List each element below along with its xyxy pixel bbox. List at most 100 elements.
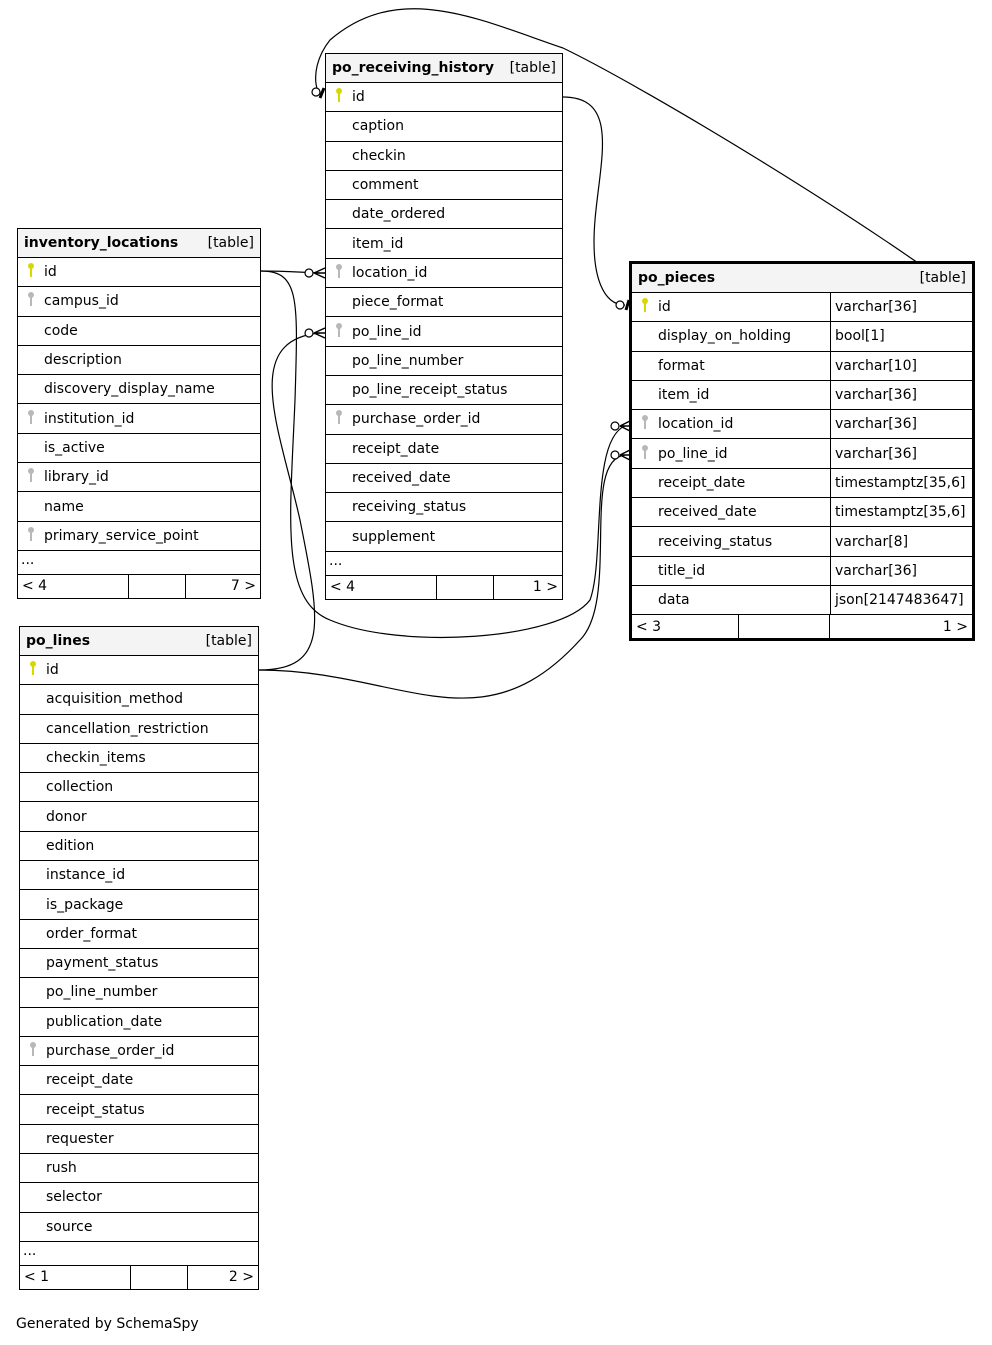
column-row[interactable]: purchase_order_id bbox=[20, 1037, 258, 1067]
column-row[interactable]: description bbox=[18, 346, 260, 376]
generated-by-label: Generated by SchemaSpy bbox=[16, 1316, 199, 1332]
column-row[interactable]: checkin_items bbox=[20, 744, 258, 774]
column-row[interactable]: primary_service_point bbox=[18, 522, 260, 551]
column-row[interactable]: id bbox=[18, 258, 260, 288]
column-row[interactable]: location_id bbox=[326, 259, 562, 289]
parents-count[interactable]: < 4 bbox=[326, 575, 437, 599]
column-name: collection bbox=[46, 779, 114, 796]
column-name: caption bbox=[352, 118, 404, 135]
column-row[interactable]: institution_id bbox=[18, 404, 260, 434]
column-row[interactable]: collection bbox=[20, 773, 258, 803]
children-count[interactable]: 1 > bbox=[532, 579, 558, 596]
foreign-key-icon bbox=[641, 444, 649, 464]
table-header[interactable]: po_lines[table] bbox=[20, 627, 258, 656]
children-count[interactable]: 1 > bbox=[942, 618, 968, 635]
column-row[interactable]: id bbox=[326, 83, 562, 113]
column-row[interactable]: donor bbox=[20, 802, 258, 832]
column-row[interactable]: po_line_receipt_status bbox=[326, 376, 562, 406]
table-kind: [table] bbox=[509, 60, 556, 76]
column-row[interactable]: po_line_id bbox=[326, 317, 562, 347]
column-name: source bbox=[46, 1218, 93, 1235]
table-header[interactable]: inventory_locations[table] bbox=[18, 229, 260, 258]
column-row[interactable]: received_date bbox=[326, 464, 562, 494]
column-name: receipt_date bbox=[658, 474, 746, 491]
column-name: received_date bbox=[658, 504, 757, 521]
column-name: display_on_holding bbox=[658, 328, 792, 345]
column-row[interactable]: display_on_holding bool[1] bbox=[632, 322, 972, 352]
column-name: selector bbox=[46, 1189, 102, 1206]
column-row[interactable]: selector bbox=[20, 1183, 258, 1213]
column-row[interactable]: po_line_number bbox=[326, 347, 562, 376]
column-row[interactable]: is_package bbox=[20, 890, 258, 920]
column-row[interactable]: purchase_order_id bbox=[326, 405, 562, 435]
column-row[interactable]: comment bbox=[326, 171, 562, 201]
column-name: payment_status bbox=[46, 955, 159, 972]
column-row[interactable]: receipt_date bbox=[20, 1066, 258, 1096]
table-po-receiving-history[interactable]: po_receiving_history[table]id caption chec… bbox=[325, 53, 563, 600]
column-type: varchar[10] bbox=[830, 351, 972, 380]
column-row[interactable]: discovery_display_name bbox=[18, 375, 260, 405]
column-row[interactable]: cancellation_restriction bbox=[20, 715, 258, 744]
parents-count[interactable]: < 4 bbox=[18, 574, 129, 598]
more-columns: ... bbox=[20, 1242, 258, 1266]
column-type: bool[1] bbox=[830, 322, 972, 351]
parents-count[interactable]: < 1 bbox=[20, 1265, 131, 1289]
column-row[interactable]: acquisition_method bbox=[20, 685, 258, 715]
column-row[interactable]: source bbox=[20, 1213, 258, 1242]
column-name: po_line_number bbox=[46, 984, 158, 1001]
crowfoot-markers bbox=[304, 87, 625, 460]
parents-count[interactable]: < 3 bbox=[632, 615, 739, 639]
column-row[interactable]: payment_status bbox=[20, 949, 258, 979]
column-row[interactable]: id bbox=[20, 656, 258, 686]
column-row[interactable]: checkin bbox=[326, 142, 562, 171]
column-row[interactable]: receiving_status bbox=[326, 493, 562, 523]
table-kind: [table] bbox=[205, 633, 252, 649]
column-row[interactable]: name bbox=[18, 492, 260, 522]
column-row[interactable]: piece_format bbox=[326, 288, 562, 318]
column-row[interactable]: item_id bbox=[326, 229, 562, 259]
column-row[interactable]: order_format bbox=[20, 920, 258, 949]
column-name: campus_id bbox=[44, 293, 119, 310]
foreign-key-icon bbox=[27, 467, 35, 487]
column-name: po_line_id bbox=[352, 323, 422, 340]
column-row[interactable]: instance_id bbox=[20, 861, 258, 891]
column-name: acquisition_method bbox=[46, 691, 183, 708]
column-row[interactable]: publication_date bbox=[20, 1008, 258, 1037]
column-row[interactable]: receipt_date bbox=[326, 435, 562, 464]
column-row[interactable]: is_active bbox=[18, 434, 260, 464]
table-header[interactable]: po_receiving_history[table] bbox=[326, 54, 562, 83]
column-row[interactable]: po_line_number bbox=[20, 978, 258, 1008]
column-row[interactable]: receipt_status bbox=[20, 1095, 258, 1125]
table-header[interactable]: po_pieces[table] bbox=[632, 264, 972, 293]
column-row[interactable]: code bbox=[18, 317, 260, 346]
column-row[interactable]: requester bbox=[20, 1125, 258, 1155]
children-count[interactable]: 2 > bbox=[228, 1269, 254, 1286]
column-row[interactable]: rush bbox=[20, 1154, 258, 1184]
column-row[interactable]: date_ordered bbox=[326, 200, 562, 230]
primary-key-icon bbox=[27, 262, 35, 282]
edge-lines-pieces bbox=[258, 454, 626, 699]
children-count[interactable]: 7 > bbox=[230, 578, 256, 595]
column-name: is_active bbox=[44, 439, 105, 456]
column-row[interactable]: campus_id bbox=[18, 287, 260, 317]
column-row[interactable]: caption bbox=[326, 112, 562, 142]
column-row[interactable]: library_id bbox=[18, 463, 260, 493]
column-name: order_format bbox=[46, 925, 138, 942]
column-name: description bbox=[44, 352, 122, 369]
column-row[interactable]: edition bbox=[20, 832, 258, 862]
column-row[interactable]: supplement bbox=[326, 522, 562, 552]
